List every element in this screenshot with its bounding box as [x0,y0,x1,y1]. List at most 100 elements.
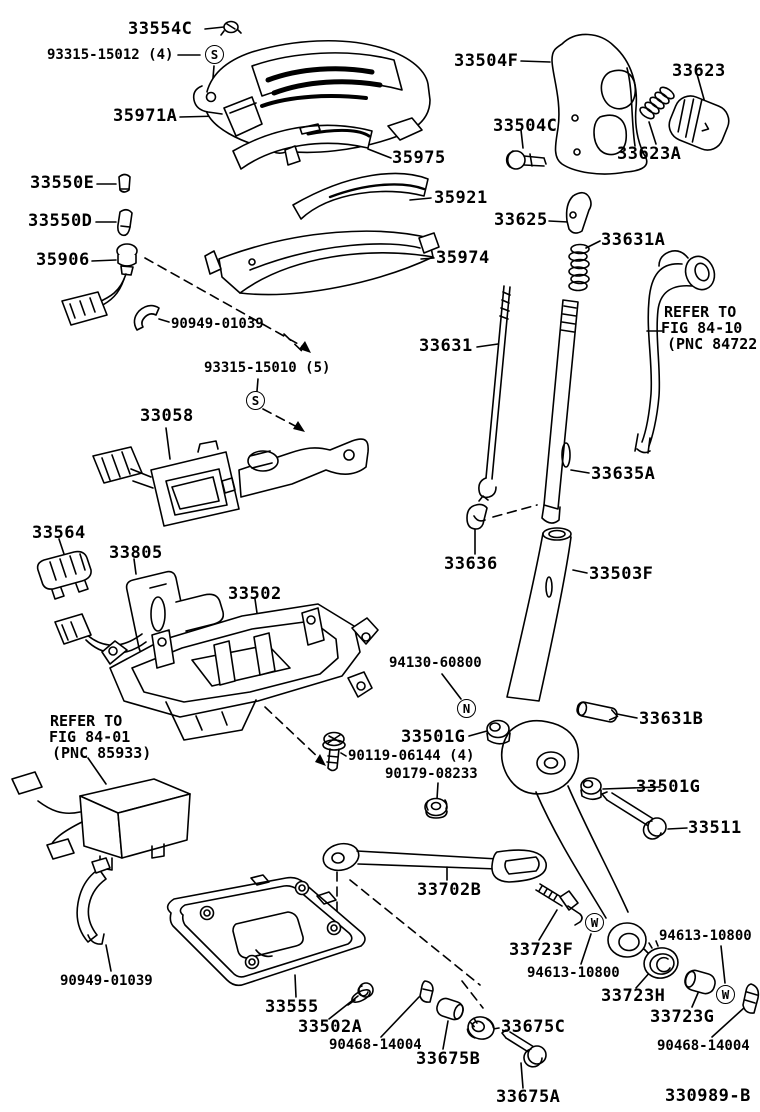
part-label-33058: 33058 [140,406,194,426]
part-label-35906: 35906 [36,250,90,270]
part-label-33502a: 33502A [298,1017,363,1037]
refer-note-line: (PNC 84722 [667,335,758,353]
part-label-35974: 35974 [436,248,490,268]
part-label-33723f: 33723F [509,940,574,960]
bolt-art-90119 [322,731,346,772]
refer-note-line: FIG 84-01 [49,728,131,746]
part-label-33631: 33631 [419,336,473,356]
symbol-letter: S [251,393,260,408]
symbol-w-marker-1: W [585,913,604,932]
indicator-housing-art [204,230,440,296]
clip-art-90468-right [742,983,760,1014]
knob-button-art [668,95,730,151]
part-label-33625: 33625 [494,210,548,230]
part-label-33554c: 33554C [128,19,193,39]
symbol-letter: S [210,47,219,62]
lever-tube-art [506,527,572,702]
part-label-94613-10800: 94613-10800 [527,965,620,981]
symbol-s-marker-1: S [205,45,224,64]
part-label-33501g: 33501G [401,727,466,747]
part-label-35975: 35975 [392,148,446,168]
clip-art-90468-left [419,980,434,1003]
part-label-35921: 35921 [434,188,488,208]
console-panel-art [192,39,431,154]
detent-pin-art [565,191,592,234]
refer-note-line: FIG 84-10 [661,319,743,337]
part-label-33555: 33555 [265,997,319,1017]
base-bracket-art [101,603,379,741]
harness-clamp-art-top [133,304,160,331]
ecu-art [11,771,191,871]
symbol-letter: W [721,987,730,1002]
part-label-33623: 33623 [672,61,726,81]
stud-art-33723f [535,883,583,926]
collar-art-33723g [684,969,716,995]
part-label-33564: 33564 [32,523,86,543]
connector-art-33564 [36,550,92,600]
part-label-93315-15012: 93315-15012 (4) [47,47,174,63]
symbol-letter: N [462,701,471,716]
part-label-90179-08233: 90179-08233 [385,766,478,782]
shift-knob-art [551,33,648,175]
part-label-33702b: 33702B [417,880,482,900]
refer-note-fig84-10: REFER TO FIG 84-10 (PNC 84722 [661,304,757,352]
screw-icon [220,20,242,36]
part-label-33675b: 33675B [416,1049,481,1069]
indicator-lens-art [292,172,429,220]
nut-art-90179 [424,797,448,819]
part-label-90468-14004: 90468-14004 [657,1038,750,1054]
bolt-art-33675a [501,1029,547,1068]
indicator-slide-art [232,123,373,170]
part-label-33675a: 33675A [496,1087,561,1107]
refer-note-line: (PNC 85933) [52,744,152,762]
lever-shaft-art [541,299,579,524]
part-label-33631b: 33631B [639,709,704,729]
nut-art-33675c [466,1016,495,1040]
part-label-33504c: 33504C [493,116,558,136]
bulb-art-33550e [118,173,131,193]
part-label-33550e: 33550E [30,173,95,193]
detent-spring-art [568,243,590,292]
dash-arrowheads [293,341,326,766]
part-label-94613-10800-2: 94613-10800 [659,928,752,944]
refer-note-line: REFER TO [50,712,123,730]
part-label-90949-01039-2: 90949-01039 [60,973,153,989]
pivot-arm-art [500,719,647,958]
symbol-s-marker-2: S [246,391,265,410]
part-label-33635a: 33635A [591,464,656,484]
part-label-90119-06144: 90119-06144 (4) [348,748,475,764]
harness-clamp-art-bottom [76,857,111,945]
leader-lines [58,26,746,1089]
part-label-33631a: 33631A [601,230,666,250]
part-label-35971a: 35971A [113,106,178,126]
dashed-lines [144,257,538,1009]
knob-button-spring-art [639,86,675,120]
part-label-90949-01039: 90949-01039 [171,316,264,332]
rod-art-33631 [478,285,511,499]
part-label-33504f: 33504F [454,51,519,71]
part-label-33675c: 33675C [501,1017,566,1037]
part-label-33502: 33502 [228,584,282,604]
part-label-90468-14004-2: 90468-14004 [329,1037,422,1053]
refer-note-fig84-01: REFER TO FIG 84-01 (PNC 85933) [49,713,151,761]
symbol-w-marker-2: W [716,985,735,1004]
part-label-33511: 33511 [688,818,742,838]
bushing-art-33501g-1 [486,719,511,745]
symbol-letter: W [590,915,599,930]
grommet-art-33723h [643,940,679,979]
part-label-33805: 33805 [109,543,163,563]
part-label-33503f: 33503F [589,564,654,584]
clip-art-33636 [466,495,489,530]
bushing-art-33501g-2 [580,777,602,801]
part-label-33550d: 33550D [28,211,93,231]
control-rod-art [322,842,547,883]
part-label-33636: 33636 [444,554,498,574]
shift-lock-unit-art [92,438,369,527]
shiftlock-cable-art [634,250,716,454]
part-label-33501g-2: 33501G [636,777,701,797]
bolt-art-33511 [601,791,667,840]
refer-note-line: REFER TO [664,303,737,321]
figure-code: 330989-B [665,1086,751,1106]
